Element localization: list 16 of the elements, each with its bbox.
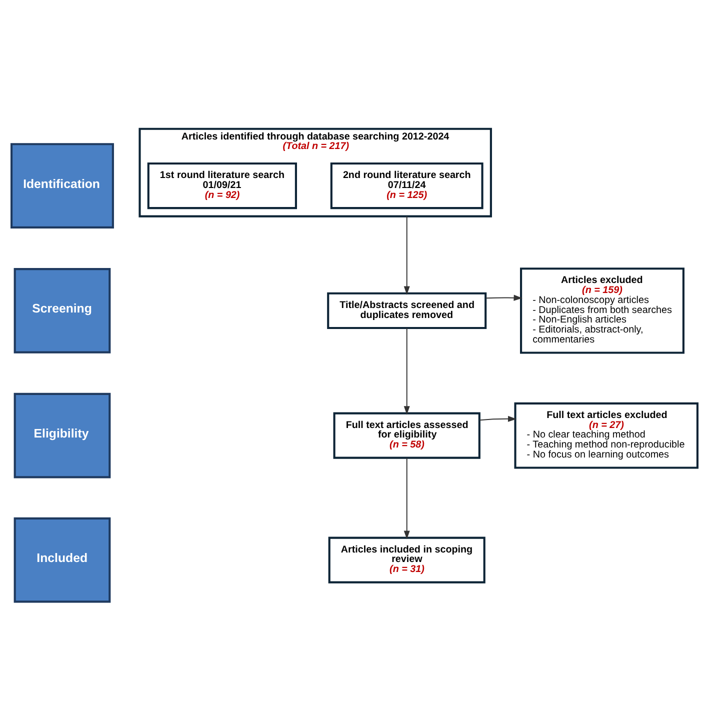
arrow <box>404 216 410 295</box>
node-box: 1st round literature search 01/09/21 (n = 92) <box>147 162 297 210</box>
arrow <box>485 294 522 301</box>
node-box: Articles excluded (n = 159) - Non-colonoscopy articles - Duplicates from both searches - Non-English articles - Editorials, abstract-only, commentaries <box>520 268 684 354</box>
node-box: Included <box>14 517 111 603</box>
node-box: Eligibility <box>14 392 111 478</box>
node-box: Title/Abstracts screened and duplicates removed <box>327 292 487 330</box>
arrow <box>479 416 517 422</box>
arrow <box>404 328 410 415</box>
node-box: Full text articles assessed for eligibility (n = 58) <box>333 412 480 459</box>
arrow <box>404 458 410 540</box>
node-box: Articles included in scoping review (n = 31) <box>328 536 486 584</box>
node-box: Full text articles excluded (n = 27) - No clear teaching method - Teaching method non-reproducible - No focus on learning outcomes <box>514 402 698 469</box>
node-box: Screening <box>14 268 111 354</box>
node-box: 2nd round literature search 07/11/24 (n = 125) <box>330 162 484 210</box>
node-box: Identification <box>10 143 114 228</box>
